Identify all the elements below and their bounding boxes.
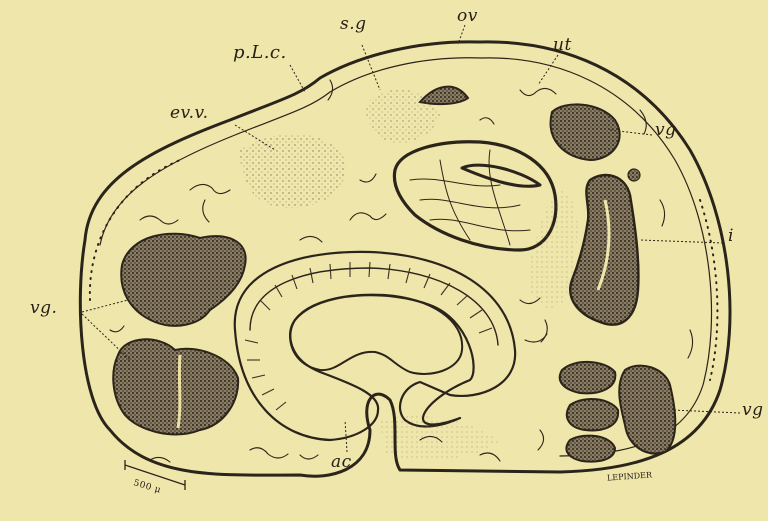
label-vg-left: vg. (30, 298, 57, 318)
label-plc: p.L.c. (233, 42, 287, 63)
evv-stipple (240, 134, 346, 208)
label-evv: ev.v. (170, 103, 209, 123)
vg-lower-right (560, 362, 676, 462)
label-vg-upper-right: vg. (655, 120, 682, 140)
label-ac: ac (331, 452, 352, 472)
vg-left-upper (121, 234, 245, 326)
label-ov: ov (457, 6, 478, 26)
vg-left-lower (113, 339, 238, 434)
label-ut: ut (553, 35, 572, 55)
label-sg: s.g (340, 14, 367, 34)
i-organ (570, 175, 638, 325)
ut-organ (394, 142, 556, 250)
vg-upper-right (551, 104, 620, 160)
label-i: i (728, 226, 734, 246)
horseshoe-tube (235, 252, 515, 440)
tube-lumen (290, 295, 462, 374)
label-vg-lower-right: vg (742, 400, 764, 420)
